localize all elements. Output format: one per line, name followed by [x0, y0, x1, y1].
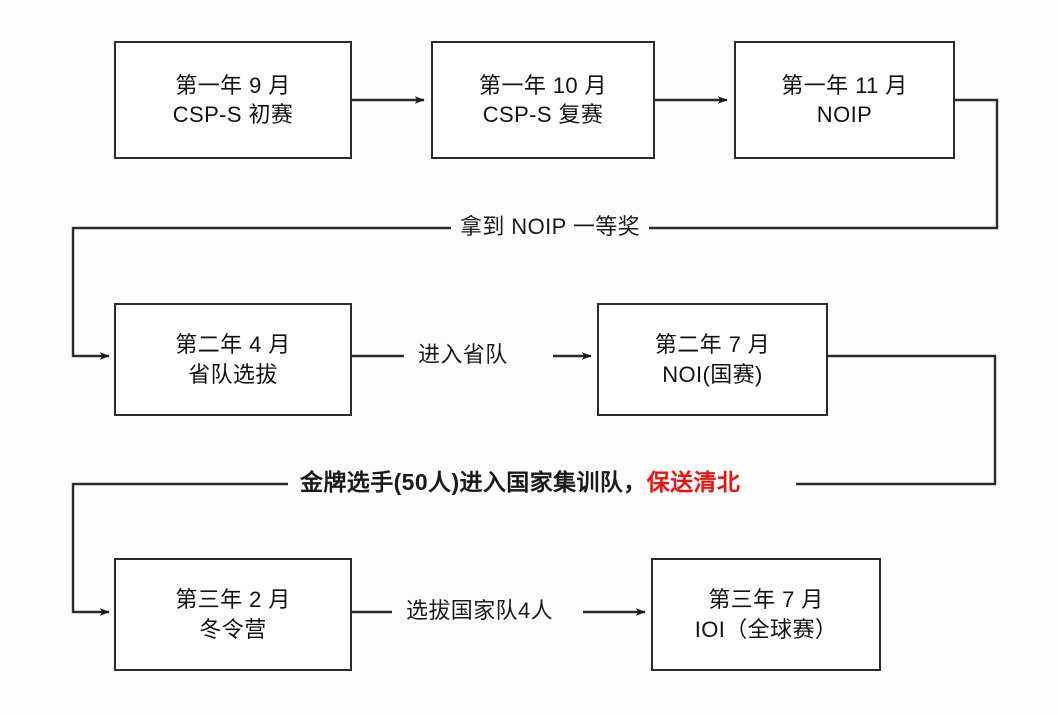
node-line-2: NOIP	[816, 102, 873, 127]
node-line-1: 第三年 2 月	[175, 587, 291, 613]
node-line-2: IOI（全球赛）	[694, 616, 838, 642]
node-line-1: 第一年 9 月	[175, 72, 291, 98]
node-line-2: CSP-S 复赛	[482, 102, 604, 127]
node-province-select[interactable]: 第二年 4 月 省队选拔	[114, 303, 352, 416]
edge-label-enter-province-team: 进入省队	[409, 344, 517, 366]
node-csp-s-primary[interactable]: 第一年 9 月 CSP-S 初赛	[114, 41, 352, 159]
edge-label-noip-first-prize: 拿到 NOIP 一等奖	[451, 216, 650, 238]
national-team-accent-text: 保送清北	[646, 469, 741, 495]
edge-label-national-training-team: 金牌选手(50人)进入国家集训队，保送清北	[291, 469, 750, 495]
node-line-2: 省队选拔	[188, 361, 278, 387]
node-ioi[interactable]: 第三年 7 月 IOI（全球赛）	[651, 558, 881, 671]
node-noi[interactable]: 第二年 7 月 NOI(国赛)	[597, 303, 828, 416]
node-noip[interactable]: 第一年 11 月 NOIP	[734, 41, 955, 159]
node-line-1: 第一年 10 月	[479, 72, 607, 98]
national-team-text: 金牌选手(50人)进入国家集训队，	[300, 469, 647, 495]
node-line-2: CSP-S 初赛	[172, 102, 294, 127]
node-winter-camp[interactable]: 第三年 2 月 冬令营	[114, 558, 352, 671]
node-line-1: 第二年 7 月	[654, 332, 771, 358]
node-line-1: 第二年 4 月	[175, 332, 291, 358]
node-line-2: NOI(国赛)	[662, 361, 763, 387]
node-line-1: 第三年 7 月	[708, 587, 824, 613]
edge-label-select-national-four: 选拔国家队4人	[397, 600, 563, 622]
node-line-2: 冬令营	[199, 616, 267, 642]
node-line-1: 第一年 11 月	[781, 72, 908, 98]
node-csp-s-final[interactable]: 第一年 10 月 CSP-S 复赛	[431, 41, 655, 159]
